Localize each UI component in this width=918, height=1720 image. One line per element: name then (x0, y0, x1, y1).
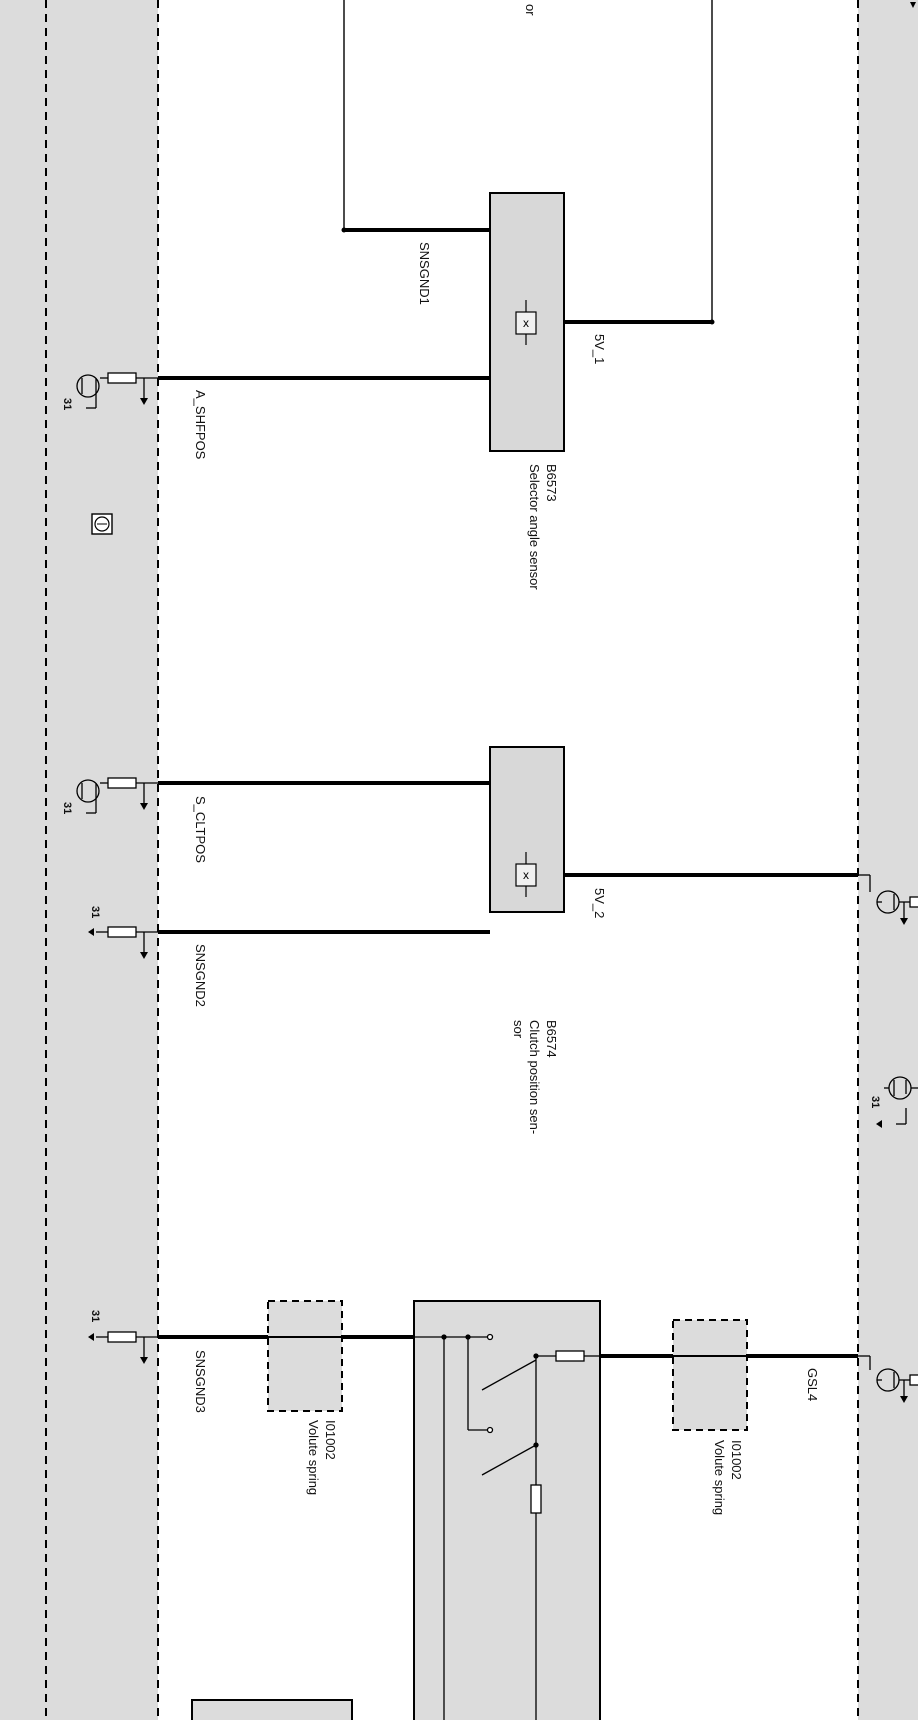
component-id-b6573: B6573 (544, 464, 559, 502)
transistor-pin-5v2 (858, 874, 918, 925)
sensor-symbol-icon: x (515, 300, 537, 345)
left-control-unit-band (0, 0, 158, 1720)
clutch-position-sensor-box (489, 746, 565, 913)
bottom-partial-component (191, 1699, 353, 1720)
ground-pin-label: 31 (61, 398, 73, 410)
wire-label-5v1: 5V_1 (592, 334, 607, 364)
ground-connector-sns-gnd2 (88, 926, 158, 959)
wire-label-a-shfpos: A_SHFPOS (193, 390, 208, 460)
wire-label-s-cltpos: S_CLTPOS (193, 796, 208, 863)
ground-pin-label: 31 (89, 1310, 101, 1322)
ground-pin-label: 31 (869, 1096, 881, 1108)
switch-assembly-box (413, 1300, 601, 1720)
ground-pin-label: 31 (61, 802, 73, 814)
wire-label-sns-gnd2: SNSGND2 (193, 944, 208, 1007)
component-name-volute-spring-right: Volute spring (712, 1440, 727, 1515)
wire-label-gsl4: GSL4 (805, 1368, 820, 1401)
diagnostic-socket-icon (91, 513, 113, 535)
wire-label-sns-gnd1: SNSGND1 (417, 242, 432, 305)
sensor-symbol-icon: x (515, 852, 537, 897)
wire-label-sns-gnd3: SNSGND3 (193, 1350, 208, 1413)
component-name-volute-spring-left: Volute spring (306, 1420, 321, 1495)
cut-off-label: or (523, 4, 538, 16)
component-name-clutch-position-sensor-line1: Clutch position sen- (527, 1020, 542, 1134)
svg-text:x: x (523, 316, 529, 330)
component-id-b6574: B6574 (544, 1020, 559, 1058)
component-name-selector-angle-sensor: Selector angle sensor (527, 464, 542, 590)
component-name-clutch-position-sensor-line2: sor (511, 1020, 526, 1039)
component-id-volute-spring-left: I01002 (323, 1420, 338, 1460)
ground-pin-label: 31 (89, 906, 101, 918)
component-id-volute-spring-right: I01002 (729, 1440, 744, 1480)
transistor-pin-gsl4 (858, 1355, 918, 1403)
ground-connector-sns-gnd3 (88, 1331, 158, 1364)
wire-label-5v2: 5V_2 (592, 888, 607, 918)
volute-spring-left-box (267, 1300, 343, 1412)
transistor-pin-right-extra (876, 1076, 918, 1128)
svg-text:x: x (523, 868, 529, 882)
transistor-pin-s-cltpos (76, 777, 158, 814)
volute-spring-right-box (672, 1319, 748, 1431)
right-control-unit-band (858, 0, 918, 1720)
switch-contact-network (414, 1333, 600, 1720)
right-top-arrow-marker (910, 2, 916, 8)
transistor-pin-a-shfpos (76, 372, 158, 409)
